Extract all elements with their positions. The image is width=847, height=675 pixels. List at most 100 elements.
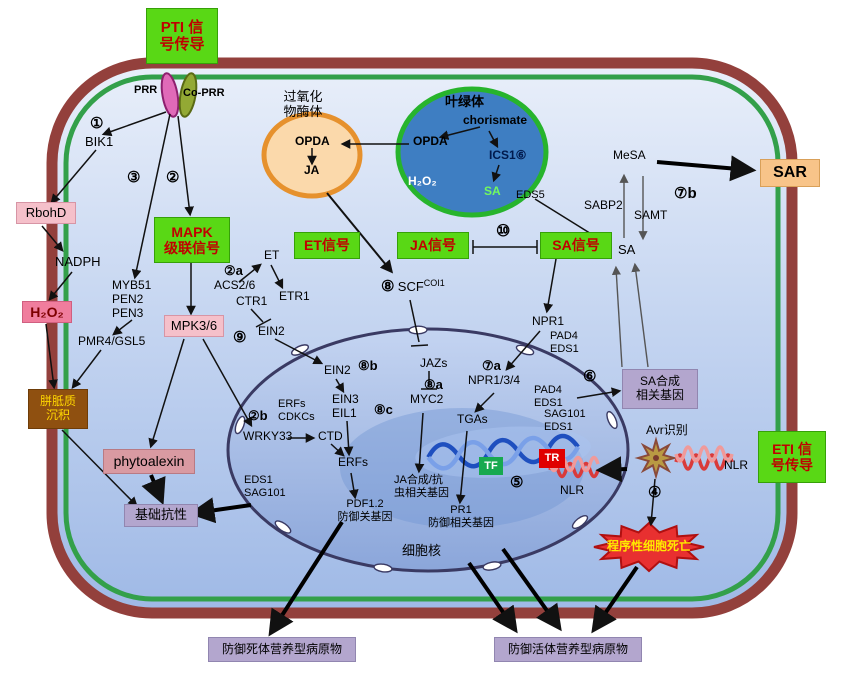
label-samt: SAMT bbox=[634, 208, 668, 222]
defense-biotroph-box: 防御活体营养型病原物 bbox=[494, 637, 642, 662]
step-3: ③ bbox=[127, 169, 141, 186]
co-prr-receptor-icon bbox=[178, 72, 198, 118]
label-erfs-cdkcs: ERFs CDKCs bbox=[278, 398, 315, 423]
label-mesa: MeSA bbox=[613, 148, 646, 162]
step-4: ④ bbox=[648, 484, 662, 501]
label-ctr1: CTR1 bbox=[236, 294, 268, 308]
step-1: ① bbox=[90, 115, 104, 132]
defense-necrotroph-box: 防御死体营养型病原物 bbox=[208, 637, 356, 662]
nuclear-pore bbox=[408, 325, 428, 335]
mpk36-box: MPK3/6 bbox=[164, 315, 224, 337]
step-8a: ⑧a bbox=[424, 377, 443, 392]
label-eds5: EDS5 bbox=[516, 189, 545, 201]
step-10: ⑩ bbox=[496, 223, 511, 240]
label-nlr-left: NLR bbox=[560, 483, 585, 497]
nlr-coil-left bbox=[548, 461, 600, 479]
nuclear-pore bbox=[274, 520, 292, 534]
label-ein3-eil1: EIN3 EIL1 bbox=[332, 392, 359, 420]
tr-box: TR bbox=[539, 449, 565, 468]
thick-arrows bbox=[141, 155, 757, 637]
label-peroxisome: 过氧化 物酶体 bbox=[283, 89, 323, 119]
label-nadph: NADPH bbox=[55, 254, 101, 269]
step-2a: ②a bbox=[224, 263, 243, 278]
label-ein2-nucleus: EIN2 bbox=[324, 363, 351, 377]
nuclear-pore bbox=[571, 515, 589, 529]
nuclear-pore bbox=[482, 561, 502, 571]
label-nlr-right: NLR bbox=[724, 458, 749, 472]
label-bik1: BIK1 bbox=[85, 134, 114, 149]
label-sa-chloroplast: SA bbox=[484, 184, 501, 198]
pcd-label: 程序性细胞死亡 bbox=[606, 539, 691, 553]
label-acs26: ACS2/6 bbox=[214, 278, 256, 292]
eti-signal-box: ETI 信 号传导 bbox=[758, 431, 826, 483]
mapk-cascade-box: MAPK 级联信号 bbox=[154, 217, 230, 263]
label-scf: SCF bbox=[397, 279, 424, 294]
nlr-coil-right bbox=[674, 453, 734, 471]
label-npr1: NPR1 bbox=[532, 314, 565, 328]
h2o2-box: H₂O₂ bbox=[22, 301, 72, 323]
nuclear-pore bbox=[373, 563, 393, 573]
label-scf-complex: ⑧ SCFCOI1 bbox=[381, 278, 445, 295]
label-avr-recognition: Avr识别 bbox=[646, 423, 688, 437]
label-opda-peroxisome: OPDA bbox=[295, 134, 330, 148]
label-pdf12-genes: PDF1.2 防御关基因 bbox=[337, 498, 393, 523]
label-wrky33: WRKY33 bbox=[243, 429, 293, 443]
step-8b: ⑧b bbox=[358, 358, 378, 373]
step-8: ⑧ bbox=[381, 278, 395, 295]
nuclear-pore bbox=[606, 410, 618, 430]
pcd-burst-shape bbox=[593, 521, 705, 573]
label-ja-genes: JA合成/抗 虫相关基因 bbox=[394, 474, 449, 499]
label-chorismate: chorismate bbox=[463, 113, 528, 127]
label-pad4-eds1-lower: PAD4 EDS1 bbox=[534, 384, 563, 409]
label-opda-chloroplast: OPDA bbox=[413, 134, 448, 148]
label-ein2-cytoplasm: EIN2 bbox=[258, 324, 285, 338]
basal-resistance-box: 基础抗性 bbox=[124, 504, 198, 527]
label-tgas: TGAs bbox=[457, 412, 488, 426]
label-pr1-genes: PR1 防御相关基因 bbox=[428, 504, 494, 529]
label-erfs: ERFs bbox=[338, 455, 368, 469]
gray-arrows bbox=[611, 173, 649, 368]
label-sag101-eds1: SAG101 EDS1 bbox=[544, 408, 586, 433]
sa-signal-box: SA信号 bbox=[540, 232, 612, 259]
phytoalexin-box: phytoalexin bbox=[103, 449, 195, 474]
step-7a: ⑦a bbox=[482, 358, 501, 373]
step-8c: ⑧c bbox=[374, 402, 393, 417]
label-ja-peroxisome: JA bbox=[304, 163, 320, 177]
label-myc2: MYC2 bbox=[410, 392, 444, 406]
sa-synthesis-genes-box: SA合成 相关基因 bbox=[622, 369, 698, 409]
label-sa-free: SA bbox=[618, 242, 636, 257]
label-ics1: ICS1⑥ bbox=[489, 148, 527, 162]
label-eds1-sag101: EDS1 SAG101 bbox=[244, 474, 286, 499]
label-nucleus: 细胞核 bbox=[402, 543, 442, 558]
step-9: ⑨ bbox=[233, 329, 247, 346]
step-5: ⑤ bbox=[510, 474, 524, 491]
label-jazs: JAZs bbox=[420, 356, 448, 370]
step-6: ⑥ bbox=[583, 368, 597, 385]
cell-wall-inner bbox=[63, 74, 781, 602]
sar-box: SAR bbox=[760, 159, 820, 187]
callose-deposition-box: 胼胝质 沉积 bbox=[28, 389, 88, 429]
label-coi1: COI1 bbox=[423, 278, 445, 288]
label-ctd: CTD bbox=[318, 429, 343, 443]
prr-receptor-icon bbox=[160, 72, 180, 118]
step-7b: ⑦b bbox=[674, 185, 697, 202]
label-chloroplast: 叶绿体 bbox=[445, 94, 485, 109]
nlr-complex bbox=[548, 436, 734, 480]
label-h2o2-chloroplast: H₂O₂ bbox=[408, 174, 437, 188]
ja-signal-box: JA信号 bbox=[397, 232, 469, 259]
pti-signal-box: PTI 信 号传导 bbox=[146, 8, 218, 64]
step-2b: ②b bbox=[248, 408, 268, 423]
label-myb51-pen2-pen3: MYB51 PEN2 PEN3 bbox=[112, 278, 152, 320]
tf-box: TF bbox=[479, 457, 503, 475]
receptor-pair bbox=[160, 72, 198, 118]
step-2: ② bbox=[166, 169, 180, 186]
label-prr: PRR bbox=[134, 84, 158, 96]
label-pad4-eds1-upper: PAD4 EDS1 bbox=[550, 330, 579, 355]
label-etr1: ETR1 bbox=[279, 289, 310, 303]
label-npr134: NPR1/3/4 bbox=[468, 373, 521, 387]
label-co-prr: Co-PRR bbox=[183, 87, 225, 99]
chloroplast-shape bbox=[395, 86, 549, 218]
label-et: ET bbox=[264, 248, 280, 262]
